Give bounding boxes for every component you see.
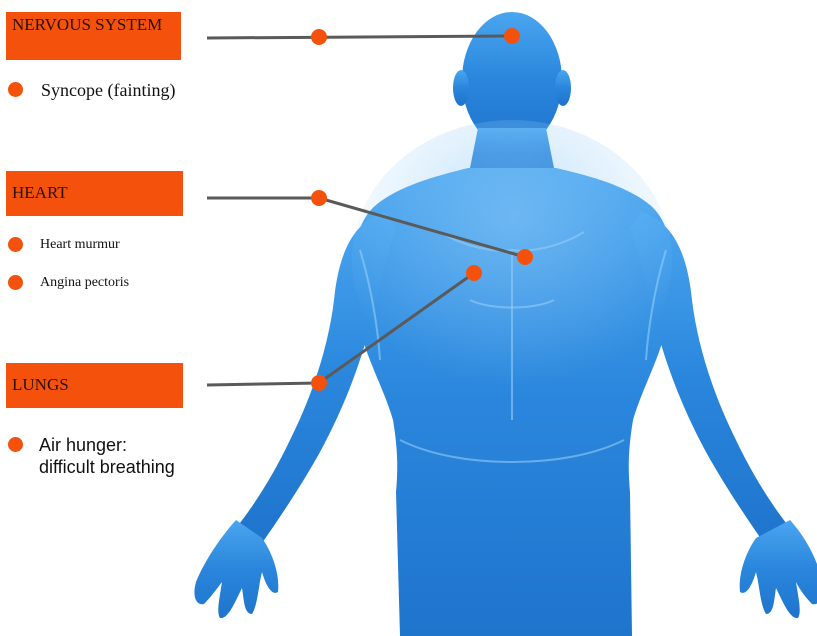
angina-text: Angina pectoris [40,275,129,291]
air-hunger-line-1: Air hunger: [39,435,127,455]
marker-dot [311,375,327,391]
heart-item-murmur: Heart murmur [8,237,120,253]
heart-murmur-text: Heart murmur [40,237,120,253]
bullet-icon [8,275,23,290]
bullet-icon [8,82,23,97]
air-hunger-line-2: difficult breathing [39,457,175,477]
bullet-icon [8,237,23,252]
right-hand [740,520,817,618]
marker-dot [504,28,520,44]
connector-lungs-horizontal [207,383,319,385]
marker-dot [466,265,482,281]
marker-dot [311,29,327,45]
syncope-text: Syncope (fainting) [41,80,175,101]
connector-nervous [207,36,512,38]
marker-dot [517,249,533,265]
air-hunger-text: Air hunger: difficult breathing [39,434,175,478]
nervous-system-label: NERVOUS SYSTEM [6,12,181,60]
lungs-label: LUNGS [6,363,183,408]
lungs-item: Air hunger: difficult breathing [8,437,175,478]
nervous-system-item: Syncope (fainting) [8,82,175,101]
heart-item-angina: Angina pectoris [8,275,129,291]
heart-label: HEART [6,171,183,216]
bullet-icon [8,437,23,452]
marker-dot [311,190,327,206]
